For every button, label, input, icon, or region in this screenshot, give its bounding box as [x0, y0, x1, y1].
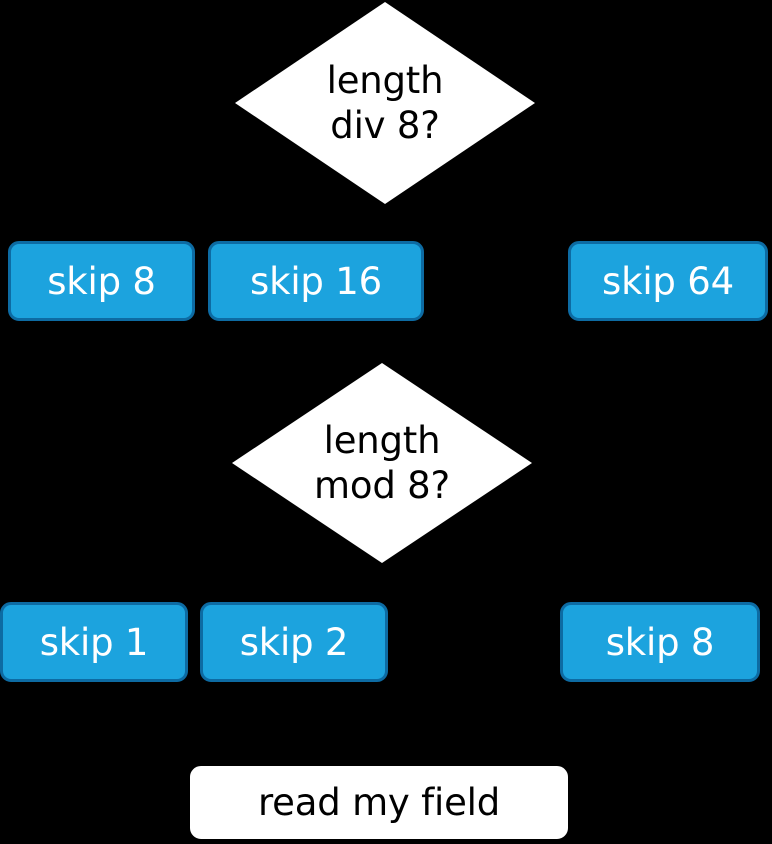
process-node-label: skip 2: [239, 620, 349, 664]
process-node-skip-8-top[interactable]: skip 8: [8, 241, 195, 321]
process-node-skip-16[interactable]: skip 16: [208, 241, 424, 321]
process-node-skip-64[interactable]: skip 64: [568, 241, 768, 321]
process-node-label: skip 16: [250, 259, 382, 303]
decision-node-length-mod-8[interactable]: length mod 8?: [232, 363, 532, 563]
process-node-label: skip 8: [605, 620, 715, 664]
process-node-skip-8-bottom[interactable]: skip 8: [560, 602, 760, 682]
decision-node-length-div-8[interactable]: length div 8?: [235, 2, 535, 204]
decision-node-label: length div 8?: [326, 58, 444, 147]
decision-node-label: length mod 8?: [314, 418, 450, 507]
process-node-label: skip 8: [47, 259, 156, 303]
process-node-label: skip 64: [602, 259, 734, 303]
process-node-skip-2[interactable]: skip 2: [200, 602, 388, 682]
terminal-node-label: read my field: [257, 781, 501, 824]
process-node-skip-1[interactable]: skip 1: [0, 602, 188, 682]
process-node-label: skip 1: [39, 620, 149, 664]
terminal-node-read-my-field[interactable]: read my field: [190, 766, 568, 839]
